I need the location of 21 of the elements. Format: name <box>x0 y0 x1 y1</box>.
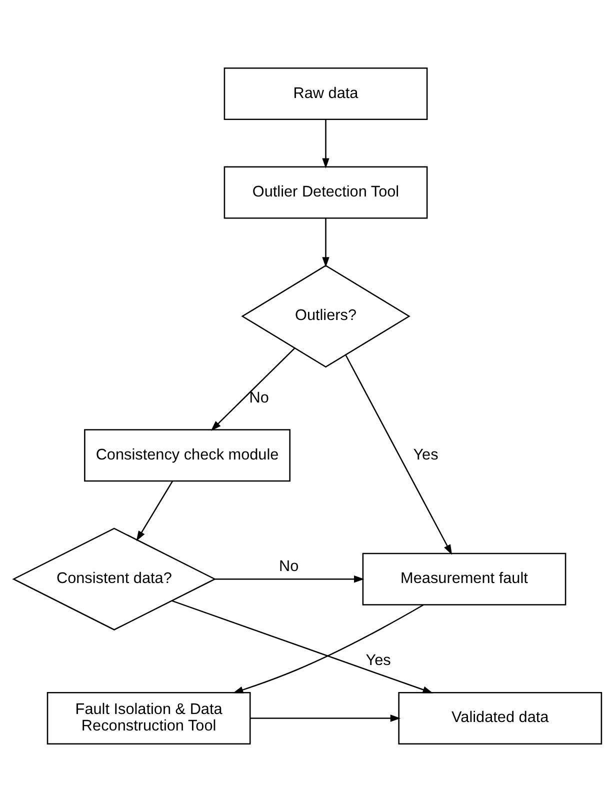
node-diamond: Outliers? <box>241 264 410 368</box>
arrow <box>172 600 434 694</box>
arrow <box>345 355 452 555</box>
arrow <box>322 218 330 268</box>
node-box: Consistency check module <box>84 429 290 482</box>
node-box: Outlier Detection Tool <box>224 166 428 219</box>
edge-label: No <box>279 558 299 575</box>
node-box: Raw data <box>224 68 428 120</box>
arrow <box>214 576 364 583</box>
edge-label: No <box>249 389 269 406</box>
arrow <box>232 604 424 694</box>
node-box: Fault Isolation & Data Reconstruction Tool <box>46 692 251 744</box>
arrow <box>136 480 174 542</box>
arrow <box>322 120 330 168</box>
node-box: Measurement fault <box>362 552 566 606</box>
arrow <box>250 714 401 722</box>
arrow <box>210 348 296 431</box>
edge-label: Yes <box>366 652 391 670</box>
edge-label: Yes <box>413 446 438 464</box>
node-box: Validated data <box>398 692 602 744</box>
node-diamond: Consistent data? <box>12 528 216 630</box>
